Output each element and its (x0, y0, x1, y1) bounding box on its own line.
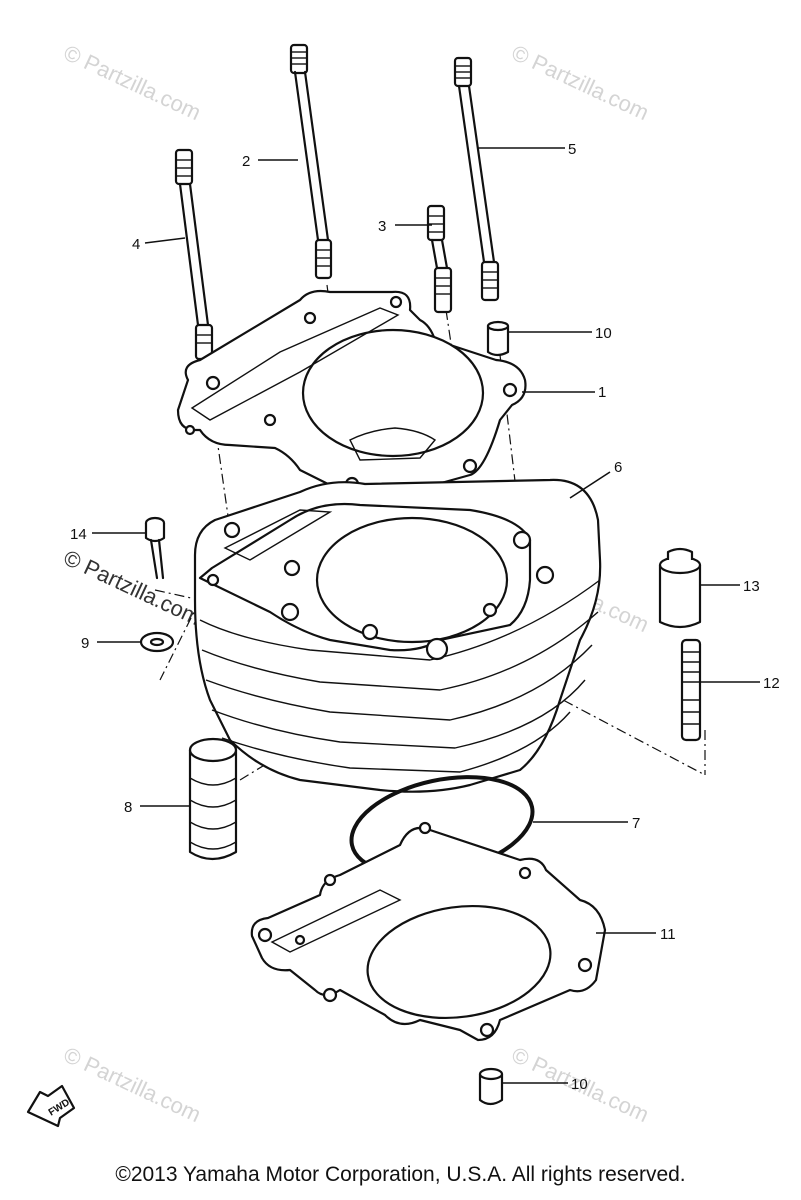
callout-6: 6 (614, 459, 622, 476)
callout-8: 8 (124, 799, 132, 816)
callout-3: 3 (378, 218, 386, 235)
callout-2: 2 (242, 153, 250, 170)
callout-13: 13 (743, 578, 760, 595)
callout-numbers: 1 2 3 4 5 6 7 8 9 10 10 11 12 13 14 (70, 141, 780, 1093)
cylinder-6 (193, 478, 602, 793)
callout-14: 14 (70, 526, 87, 543)
parts-diagram: © Partzilla.com © Partzilla.com © Partzi… (26, 40, 780, 1128)
stud-12 (680, 638, 702, 742)
callout-7: 7 (632, 815, 640, 832)
copyright-notice: ©2013 Yamaha Motor Corporation, U.S.A. A… (115, 1163, 686, 1186)
bolt-14 (144, 516, 166, 580)
callout-9: 9 (81, 635, 89, 652)
stud-4 (174, 148, 214, 361)
base-gasket-11 (250, 821, 607, 1042)
callout-11: 11 (660, 926, 676, 943)
dowel-pin-top-10 (486, 320, 510, 357)
watermark-bottom-left: © Partzilla.com (60, 1042, 205, 1127)
callout-10-bottom: 10 (571, 1076, 588, 1093)
stud-long-2 (289, 43, 333, 280)
callout-1: 1 (598, 384, 606, 401)
callout-4: 4 (132, 236, 140, 253)
washer-9 (139, 631, 175, 653)
fwd-arrow-icon: FWD (26, 1084, 76, 1128)
callout-5: 5 (568, 141, 576, 158)
stud-long-5 (453, 56, 500, 302)
watermark-top-left: © Partzilla.com (60, 40, 205, 125)
stud-short-3 (426, 204, 453, 314)
callout-12: 12 (763, 675, 780, 692)
dowel-pin-bottom-10 (478, 1067, 504, 1106)
watermark-mid-left: © Partzilla.com (60, 545, 205, 630)
head-gasket-1 (176, 289, 527, 509)
insert-8 (188, 737, 238, 861)
watermark-top-right: © Partzilla.com (508, 40, 653, 125)
sleeve-13 (658, 547, 702, 629)
leader-lines (92, 147, 760, 1084)
callout-10-top: 10 (595, 325, 612, 342)
